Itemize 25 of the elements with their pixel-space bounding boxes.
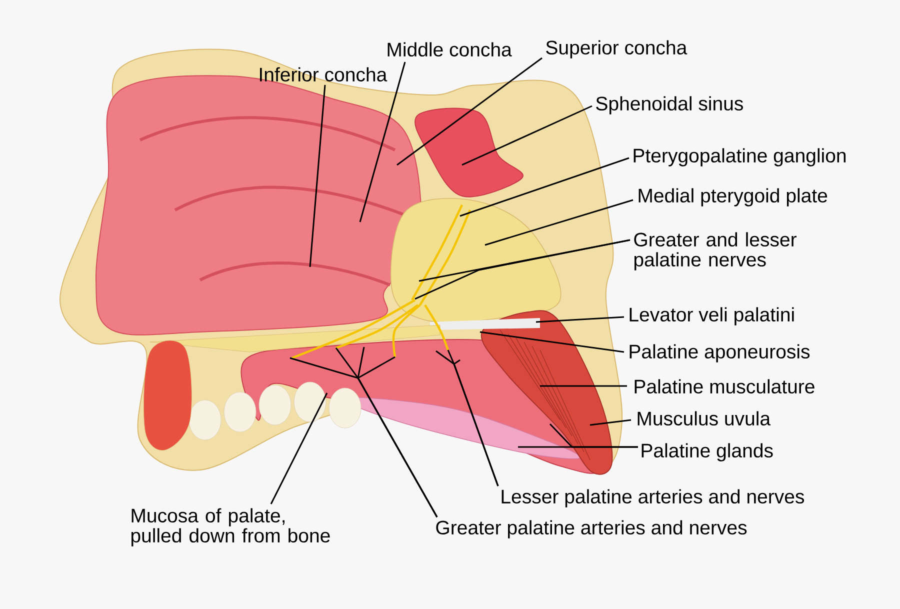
part-label: Greater palatine arteries and nerves: [436, 520, 747, 538]
leader-line: [549, 423, 638, 448]
part-label: Greater and lesser palatine nerves: [634, 232, 796, 270]
leader-line: [396, 57, 542, 166]
leader-line: [359, 62, 406, 222]
part-label: Musculus uvula: [638, 411, 771, 426]
leader-line: [460, 157, 630, 217]
part-label: Sphenoidal sinus: [596, 96, 743, 114]
part-label: Palatine aponeurosis: [630, 344, 810, 362]
part-label: Lesser palatine arteries and nerves: [502, 489, 804, 508]
part-label: Superior concha: [546, 40, 688, 58]
part-label: Middle concha: [388, 42, 512, 57]
part-label: Levator veli palatini: [630, 307, 794, 326]
part-label: Medial pterygoid plate: [638, 188, 828, 206]
leader-line: [462, 105, 592, 166]
leader-line: [484, 199, 634, 246]
part-label: Mucosa of palate, pulled down from bone: [131, 508, 330, 546]
part-label: Palatine glands: [642, 443, 773, 462]
leader-line: [270, 392, 328, 504]
part-label: Palatine musculature: [634, 379, 814, 394]
leader-line: [536, 316, 624, 323]
leader-line: [453, 359, 499, 486]
part-label: Inferior concha: [260, 67, 388, 82]
part-label: Pterygopalatine ganglion: [634, 148, 846, 166]
leader-line: [414, 239, 630, 300]
